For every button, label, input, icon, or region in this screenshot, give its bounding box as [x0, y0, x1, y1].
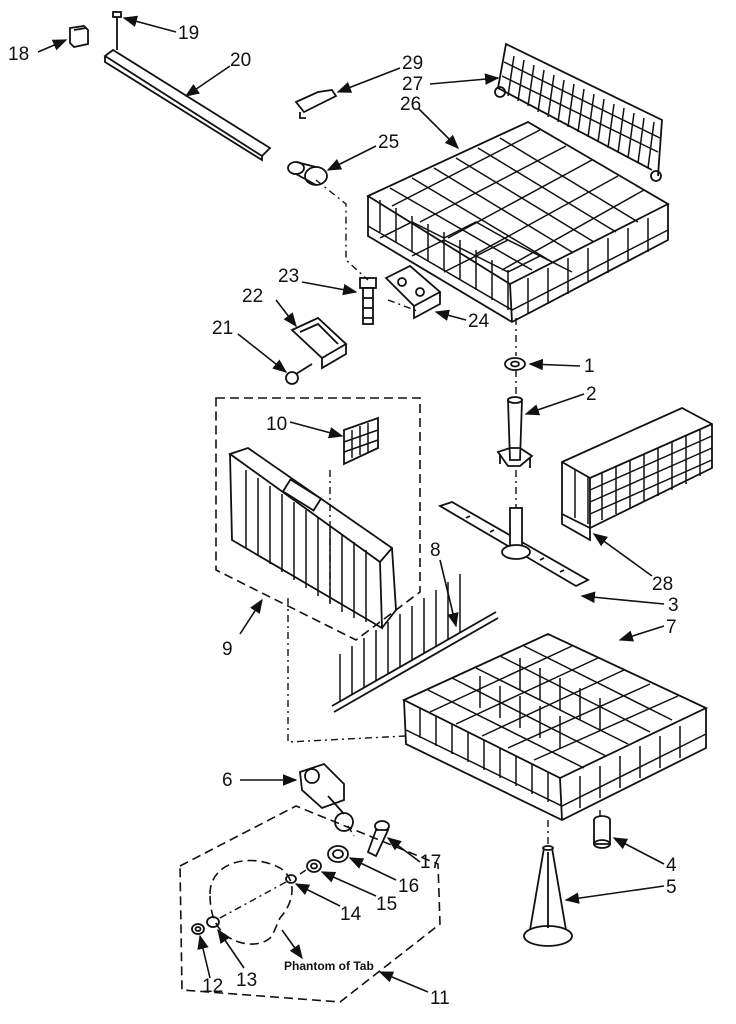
part-5-tower	[523, 845, 573, 947]
callout-9: 9	[222, 639, 233, 660]
part-16-wheel	[327, 845, 349, 863]
callout-11: 11	[430, 988, 450, 1009]
callout-14: 14	[340, 904, 362, 925]
part-8-tine-row	[331, 574, 499, 713]
callout-23: 23	[278, 266, 299, 287]
callout-5: 5	[666, 877, 677, 898]
callout-28: 28	[652, 574, 673, 595]
part-23-pin	[359, 277, 377, 325]
part-20-track-rail	[103, 48, 272, 162]
callout-19: 19	[178, 23, 199, 44]
callout-labels: 18 19 20 29 27 26 25 23 22 24 21 1 2 10 …	[8, 23, 679, 1009]
part-12-nut	[191, 923, 205, 935]
part-7-lower-rack	[401, 633, 709, 822]
callout-18: 18	[8, 44, 29, 65]
callout-24: 24	[468, 311, 490, 332]
part-22-stop	[290, 316, 348, 370]
part-10-small-tine	[343, 416, 379, 466]
part-18-end-cap	[69, 25, 89, 48]
callout-7: 7	[666, 617, 677, 638]
callout-1: 1	[584, 356, 595, 377]
part-15-bushing	[306, 859, 322, 873]
group-9-boundary	[215, 397, 421, 641]
part-28-basket	[561, 406, 713, 542]
callout-21: 21	[212, 318, 233, 339]
part-27-tine-row	[494, 42, 663, 182]
phantom-tab-note: Phantom of Tab	[284, 959, 374, 973]
part-1-washer	[504, 357, 526, 371]
part-29-clip	[294, 89, 338, 119]
phantom-tab-outline	[209, 859, 293, 945]
part-17-axle	[366, 820, 390, 858]
part-9-silverware-basket	[228, 447, 397, 630]
callout-10: 10	[266, 414, 287, 435]
callout-15: 15	[376, 894, 397, 915]
callout-20: 20	[230, 50, 251, 71]
callout-4: 4	[666, 855, 677, 876]
callout-16: 16	[398, 876, 419, 897]
part-21-screw	[285, 363, 313, 385]
leader-lines	[37, 15, 665, 993]
callout-12: 12	[202, 976, 223, 997]
part-2-spray-tube	[496, 396, 534, 468]
callout-2: 2	[586, 384, 597, 405]
part-26-upper-rack	[366, 120, 670, 324]
part-6-roller-assembly	[299, 762, 354, 832]
part-19-screw	[112, 11, 122, 50]
part-24-bracket	[384, 264, 442, 320]
callout-6: 6	[222, 770, 233, 791]
part-4-cup	[593, 815, 611, 849]
callout-3: 3	[668, 595, 679, 616]
callout-26: 26	[400, 94, 421, 115]
callout-29: 29	[402, 53, 423, 74]
callout-25: 25	[378, 132, 399, 153]
callout-27: 27	[402, 74, 423, 95]
callout-13: 13	[236, 970, 257, 991]
part-25-roller	[287, 161, 328, 186]
callout-17: 17	[420, 852, 441, 873]
callout-22: 22	[242, 286, 263, 307]
group-11-boundary	[179, 805, 441, 1003]
callout-8: 8	[430, 540, 441, 561]
alignment-lines	[219, 179, 601, 919]
